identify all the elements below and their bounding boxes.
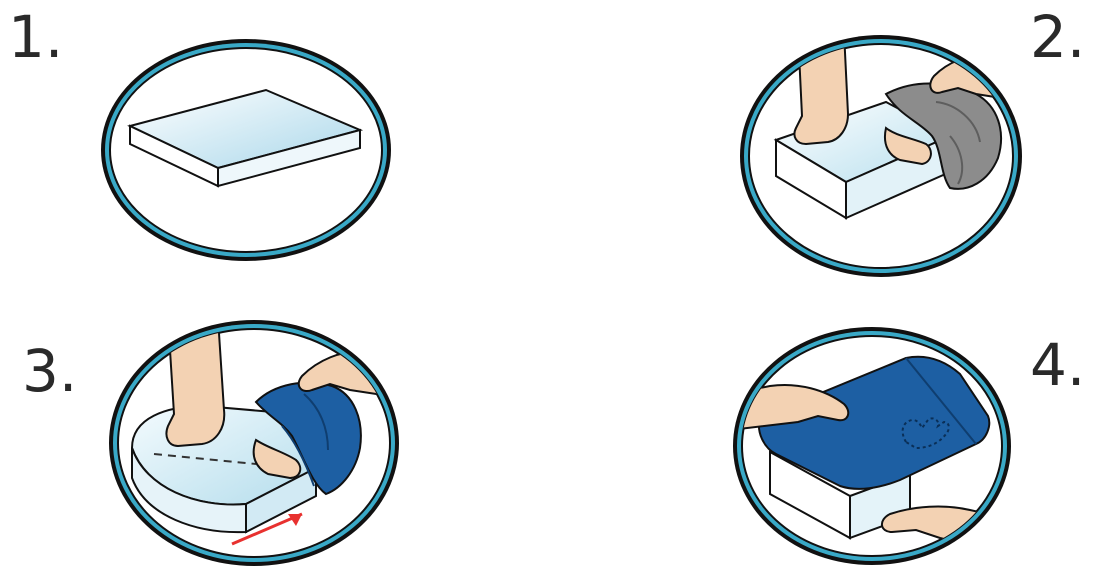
step-1-illustration <box>98 36 394 264</box>
pull-cover-icon <box>106 318 402 568</box>
step-number-4: 4. <box>1030 336 1085 394</box>
step-number-1: 1. <box>8 8 63 66</box>
step-number-2: 2. <box>1030 8 1085 66</box>
step-4-illustration <box>730 324 1014 568</box>
step-2-illustration <box>736 32 1026 280</box>
step-3-illustration <box>106 318 402 568</box>
foam-cushion-icon <box>98 36 394 264</box>
step-number-3: 3. <box>22 342 77 400</box>
begin-cover-icon <box>736 32 1026 280</box>
finished-cover-icon <box>730 324 1014 568</box>
